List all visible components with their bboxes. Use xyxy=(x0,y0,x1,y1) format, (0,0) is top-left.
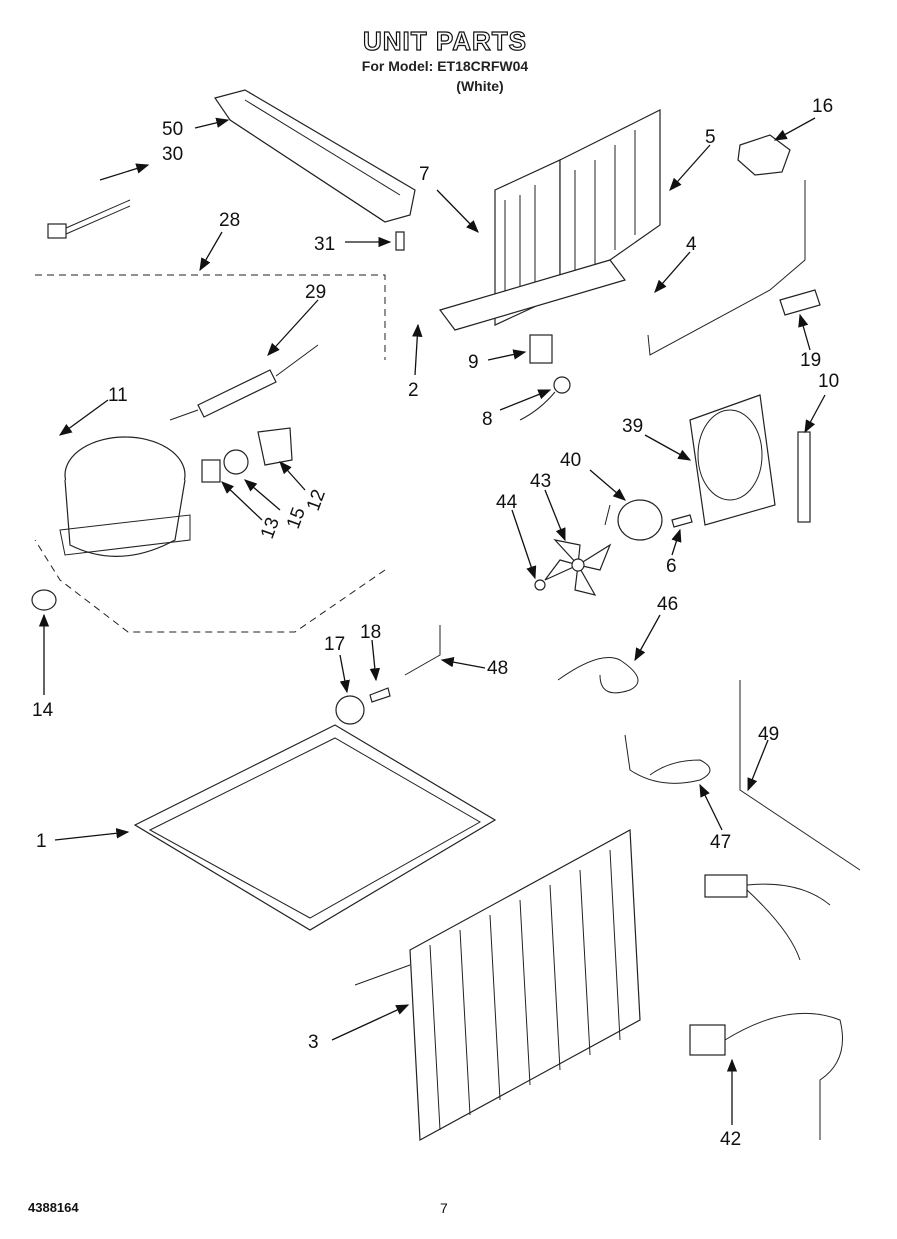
color-variant: (White) xyxy=(456,78,504,94)
model-subtitle: For Model: ET18CRFW04 xyxy=(361,58,529,74)
tube-47-part xyxy=(624,734,711,784)
callout-11: 11 xyxy=(108,385,128,406)
callout-31: 31 xyxy=(314,234,335,255)
callout-42: 42 xyxy=(720,1129,741,1150)
drier-part xyxy=(169,344,319,421)
drain-tray-part xyxy=(214,89,416,223)
callout-5: 5 xyxy=(705,127,716,148)
fan-blade-part xyxy=(544,539,612,596)
tube-49-part xyxy=(739,680,861,871)
callout-49: 49 xyxy=(758,724,779,745)
condenser-part xyxy=(354,829,641,1141)
compressor-part xyxy=(59,436,191,557)
screw-6-part xyxy=(671,514,693,528)
grommet-part xyxy=(31,589,57,611)
document-number: 4388164 xyxy=(28,1200,79,1215)
callout-2: 2 xyxy=(408,380,419,401)
clip-part xyxy=(779,289,821,316)
callout-50: 50 xyxy=(162,119,183,140)
tube-46-part xyxy=(557,657,639,694)
callout-7: 7 xyxy=(419,164,430,185)
callout-15: 15 xyxy=(283,505,310,532)
callout-28: 28 xyxy=(219,210,240,231)
callout-16: 16 xyxy=(812,96,833,117)
callout-leaders xyxy=(38,117,826,1125)
callout-9: 9 xyxy=(468,352,479,373)
callout-10: 10 xyxy=(818,371,839,392)
callout-12: 12 xyxy=(303,487,330,514)
callout-47: 47 xyxy=(710,832,731,853)
callout-17: 17 xyxy=(324,634,345,655)
callout-8: 8 xyxy=(482,409,493,430)
callout-6: 6 xyxy=(666,556,677,577)
callout-18: 18 xyxy=(360,622,381,643)
wire-harness-part xyxy=(689,874,843,1140)
strip-part xyxy=(797,431,811,523)
callout-43: 43 xyxy=(530,471,551,492)
roller-part xyxy=(335,695,365,725)
callout-4: 4 xyxy=(686,234,697,255)
callout-40: 40 xyxy=(560,450,581,471)
callout-39: 39 xyxy=(622,416,643,437)
callout-44: 44 xyxy=(496,492,518,513)
bracket-part xyxy=(529,334,553,364)
callout-1: 1 xyxy=(36,831,47,852)
cover-part xyxy=(257,427,293,466)
page-number: 7 xyxy=(440,1200,448,1216)
fan-shroud-part xyxy=(689,394,776,526)
callout-46: 46 xyxy=(657,594,678,615)
washer-part xyxy=(534,579,546,591)
callout-14: 14 xyxy=(32,700,54,721)
tube-48-part xyxy=(404,625,441,676)
thermistor-part xyxy=(47,199,131,239)
evaporator-part xyxy=(439,109,661,331)
callout-30: 30 xyxy=(162,144,183,165)
page-title: UNIT PARTS xyxy=(362,25,528,56)
fan-motor-part xyxy=(604,499,663,541)
relay-part xyxy=(201,459,221,483)
terminal-part xyxy=(519,376,571,421)
callout-3: 3 xyxy=(308,1032,319,1053)
callout-48: 48 xyxy=(487,658,508,679)
callout-29: 29 xyxy=(305,282,326,303)
defrost-cap-part xyxy=(647,134,806,356)
compressor-group-outline xyxy=(34,274,386,633)
base-pan-part xyxy=(133,724,497,931)
overload-part xyxy=(223,449,249,475)
callout-19: 19 xyxy=(800,350,821,371)
screw-18-part xyxy=(369,687,391,703)
screw-part xyxy=(395,231,405,251)
